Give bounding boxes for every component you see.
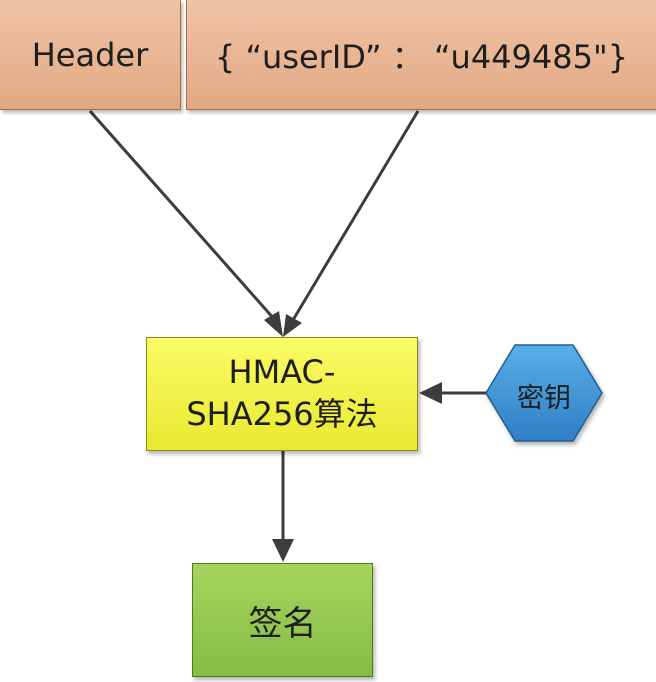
signature-label: 签名: [248, 603, 317, 644]
payload-node: { “userID” ： “u449485"}: [186, 0, 656, 110]
arrow-header-to-algorithm: [88, 110, 277, 321]
arrowhead-key: [419, 382, 442, 404]
arrow-payload-to-algorithm: [291, 110, 420, 321]
header-label: Header: [31, 35, 149, 74]
payload-label: { “userID” ： “u449485"}: [214, 37, 629, 76]
arrowhead-payload: [283, 314, 302, 337]
arrowhead-signature: [272, 539, 294, 562]
signature-node: 签名: [192, 563, 373, 677]
key-node: 密钥: [486, 345, 602, 445]
algorithm-label-line2: SHA256算法: [186, 395, 378, 433]
header-node: Header: [0, 0, 181, 110]
key-label: 密钥: [517, 382, 571, 414]
algorithm-node: HMAC- SHA256算法: [146, 337, 418, 451]
arrowhead-header: [264, 311, 283, 337]
algorithm-label-line1: HMAC-: [228, 353, 336, 392]
